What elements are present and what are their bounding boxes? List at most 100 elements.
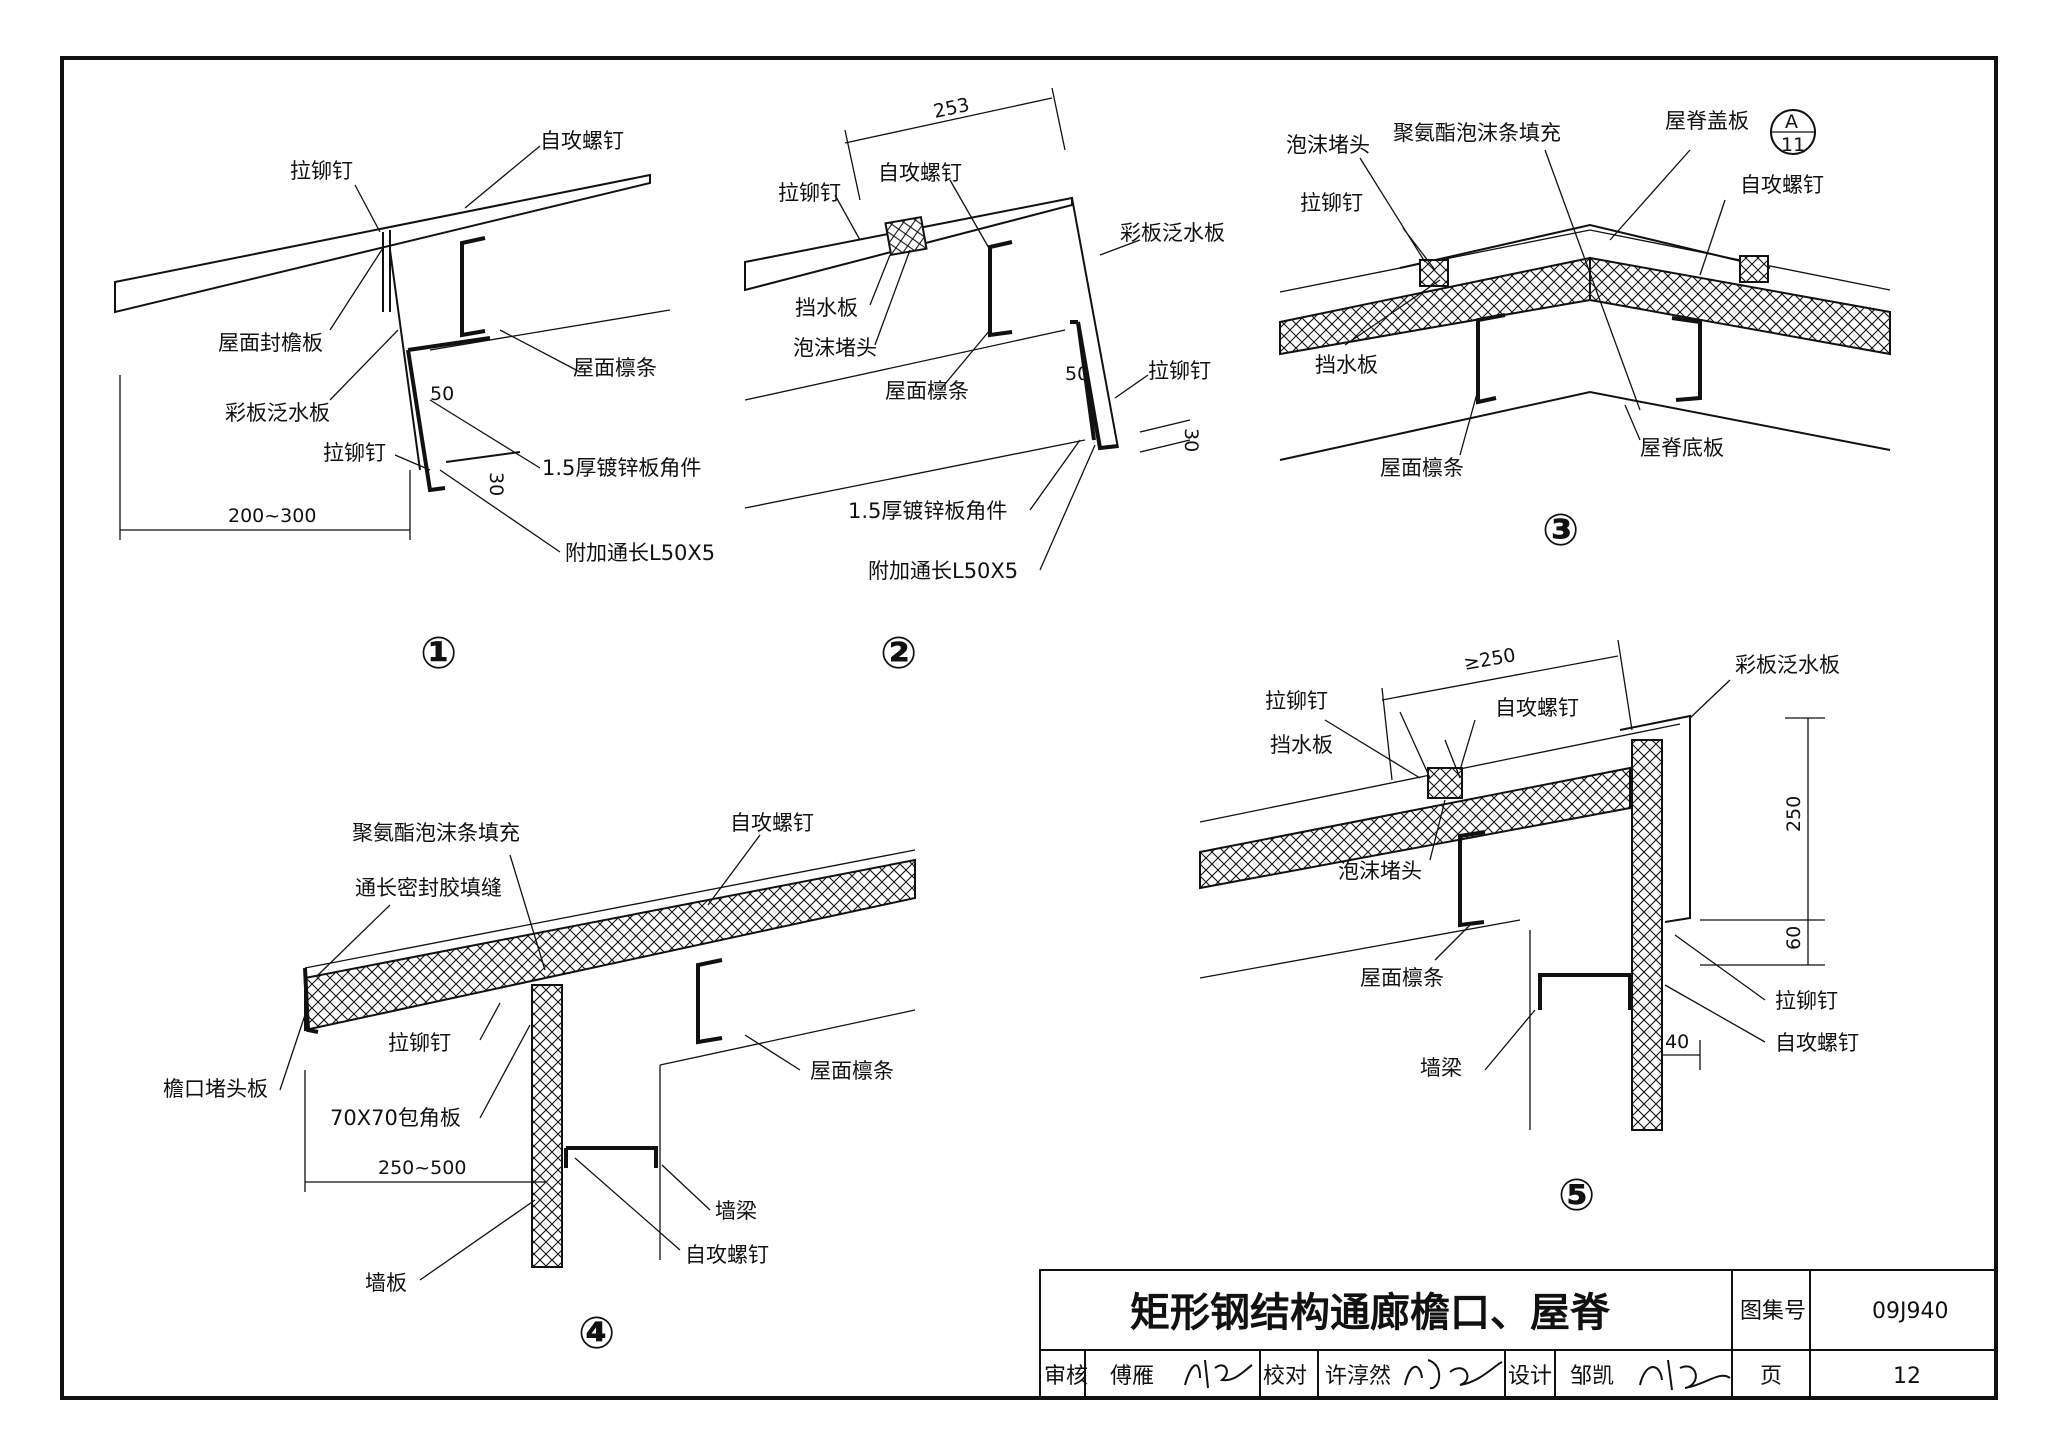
design-label: 设计 (1508, 1364, 1552, 1389)
check-label: 校对 (1263, 1364, 1307, 1389)
review-label: 审核 (1044, 1364, 1088, 1389)
d1-number: ① (420, 628, 457, 679)
d5-label-rivet-bottom: 拉铆钉 (1775, 989, 1838, 1013)
d1-label-eave-board: 屋面封檐板 (218, 331, 323, 355)
d3-label-screw: 自攻螺钉 (1740, 173, 1824, 197)
d2-label-water-stop: 挡水板 (795, 296, 858, 320)
checker-name: 许淳然 (1325, 1364, 1391, 1389)
d2-dim-30: 30 (1180, 428, 1202, 452)
d3-label-ridge-cap: 屋脊盖板 (1665, 109, 1749, 133)
d1-angle (406, 336, 491, 493)
d4-label-sealant: 通长密封胶填缝 (355, 876, 502, 900)
d5-roof-panel (1199, 766, 1631, 890)
d5-label-water-stop: 挡水板 (1270, 733, 1333, 757)
d5-label-purlin: 屋面檩条 (1360, 966, 1444, 990)
d3-purlin-left (1476, 313, 1506, 405)
d4-label-purlin: 屋面檩条 (810, 1059, 894, 1083)
d2-dim-50: 50 (1065, 363, 1089, 385)
checker-signature (1404, 1359, 1503, 1389)
detail-1: 200~300 50 30 拉铆钉 自攻螺钉 屋面封檐板 屋面檩条 彩板泛水板 … (114, 129, 715, 679)
d4-wall-beam (564, 1146, 658, 1168)
reviewer-name: 傅雁 (1110, 1364, 1154, 1389)
d4-label-screw-top: 自攻螺钉 (730, 811, 814, 835)
d1-dim-overhang-text: 200~300 (228, 505, 316, 527)
d1-eave-board (382, 230, 391, 312)
d5-label-flashing: 彩板泛水板 (1735, 653, 1840, 677)
d5-dim-width-text: ≥250 (1462, 644, 1517, 675)
d1-flashing (389, 249, 421, 471)
d3-label-rivet: 拉铆钉 (1300, 191, 1363, 215)
d1-purlin (460, 236, 486, 338)
d3-label-water-stop: 挡水板 (1315, 353, 1378, 377)
atlas-label: 图集号 (1740, 1299, 1806, 1324)
d3-label-foam-plug: 泡沫堵头 (1286, 133, 1370, 157)
detail-2: 253 50 30 拉铆钉 自攻螺钉 彩板泛水板 挡水板 泡沫堵头 屋面檩条 拉… (744, 87, 1225, 679)
d4-label-corner: 70X70包角板 (330, 1106, 461, 1130)
d5-dim-60: 60 (1783, 926, 1805, 950)
d3-label-pu-foam: 聚氨酯泡沫条填充 (1393, 121, 1561, 145)
page-number: 12 (1893, 1364, 1921, 1389)
d1-dim-50: 50 (430, 383, 454, 405)
d4-label-wall-panel: 墙板 (365, 1271, 407, 1295)
d5-label-screw-bottom: 自攻螺钉 (1775, 1031, 1859, 1055)
d5-dim-width (1381, 639, 1633, 781)
designer-name: 邹凯 (1570, 1364, 1614, 1389)
d4-wall-panel (531, 984, 563, 1268)
d5-purlin (1458, 830, 1486, 928)
d1-label-flashing: 彩板泛水板 (225, 401, 330, 425)
d1-label-rivet-top: 拉铆钉 (290, 159, 353, 183)
d1-label-angle: 1.5厚镀锌板角件 (542, 456, 701, 480)
page-label: 页 (1760, 1364, 1782, 1389)
d4-label-eave-plug: 檐口堵头板 (163, 1077, 268, 1101)
d5-flashing (1619, 714, 1691, 923)
d4-label-screw-bottom: 自攻螺钉 (685, 1243, 769, 1267)
d2-label-flashing: 彩板泛水板 (1120, 221, 1225, 245)
d3-panel-right (1589, 256, 1891, 356)
d1-label-purlin: 屋面檩条 (573, 356, 657, 380)
d3-label-purlin: 屋面檩条 (1380, 456, 1464, 480)
d1-dim-overhang (119, 375, 411, 540)
d4-eave-plug (303, 967, 319, 1034)
d2-label-foam-plug: 泡沫堵头 (793, 336, 877, 360)
d4-label-pu-foam: 聚氨酯泡沫条填充 (352, 821, 520, 845)
d3-ridge-bottom (1279, 390, 1891, 461)
d4-label-wall-beam: 墙梁 (715, 1199, 757, 1223)
detail-5: ≥250 250 60 40 拉铆钉 自攻螺钉 彩板泛水板 挡水板 泡沫堵头 屋… (1199, 639, 1859, 1221)
d2-label-extra-angle: 附加通长L50X5 (868, 559, 1018, 583)
d1-label-screw-top: 自攻螺钉 (540, 129, 624, 153)
d5-label-rivet-top: 拉铆钉 (1265, 689, 1328, 713)
d2-purlin (988, 240, 1013, 338)
title-block: 矩形钢结构通廊檐口、屋脊 图集号 09J940 审核 傅雁 校对 许淳然 设计 … (1039, 1269, 1997, 1399)
sheet-border (60, 56, 1998, 1400)
d4-label-rivet: 拉铆钉 (388, 1031, 451, 1055)
d3-ref-top: A (1785, 111, 1798, 133)
d1-label-extra-angle: 附加通长L50X5 (565, 541, 715, 565)
d1-label-rivet-bottom: 拉铆钉 (323, 441, 386, 465)
d2-dim-width (844, 87, 1066, 201)
d5-number: ⑤ (1558, 1170, 1595, 1221)
d2-label-angle: 1.5厚镀锌板角件 (848, 499, 1007, 523)
d2-label-purlin: 屋面檩条 (885, 379, 969, 403)
d3-number: ③ (1542, 505, 1579, 556)
d3-label-ridge-bottom: 屋脊底板 (1640, 436, 1724, 460)
d5-wall-beam (1538, 973, 1632, 1010)
atlas-number: 09J940 (1872, 1299, 1948, 1324)
d5-label-foam-plug: 泡沫堵头 (1338, 859, 1422, 883)
d2-foam-plug (884, 215, 928, 257)
designer-signature (1639, 1359, 1731, 1391)
reviewer-signature (1184, 1359, 1253, 1389)
d5-wall-panel (1631, 739, 1663, 1131)
d5-label-screw-top: 自攻螺钉 (1495, 696, 1579, 720)
d2-dim-width-text: 253 (931, 94, 971, 123)
d2-flashing (1071, 197, 1119, 449)
drawing-title: 矩形钢结构通廊檐口、屋脊 (1130, 1290, 1611, 1336)
d3-ref-bottom: 11 (1781, 134, 1805, 156)
d4-number: ④ (578, 1308, 615, 1359)
detail-4: 250~500 聚氨酯泡沫条填充 自攻螺钉 通长密封胶填缝 檐口堵头板 拉铆钉 … (163, 811, 916, 1359)
d5-label-wall-beam: 墙梁 (1420, 1056, 1462, 1080)
d2-number: ② (880, 628, 917, 679)
d5-dim-40: 40 (1665, 1031, 1689, 1053)
d1-dim-30: 30 (485, 472, 507, 496)
d2-label-rivet-right: 拉铆钉 (1148, 359, 1211, 383)
